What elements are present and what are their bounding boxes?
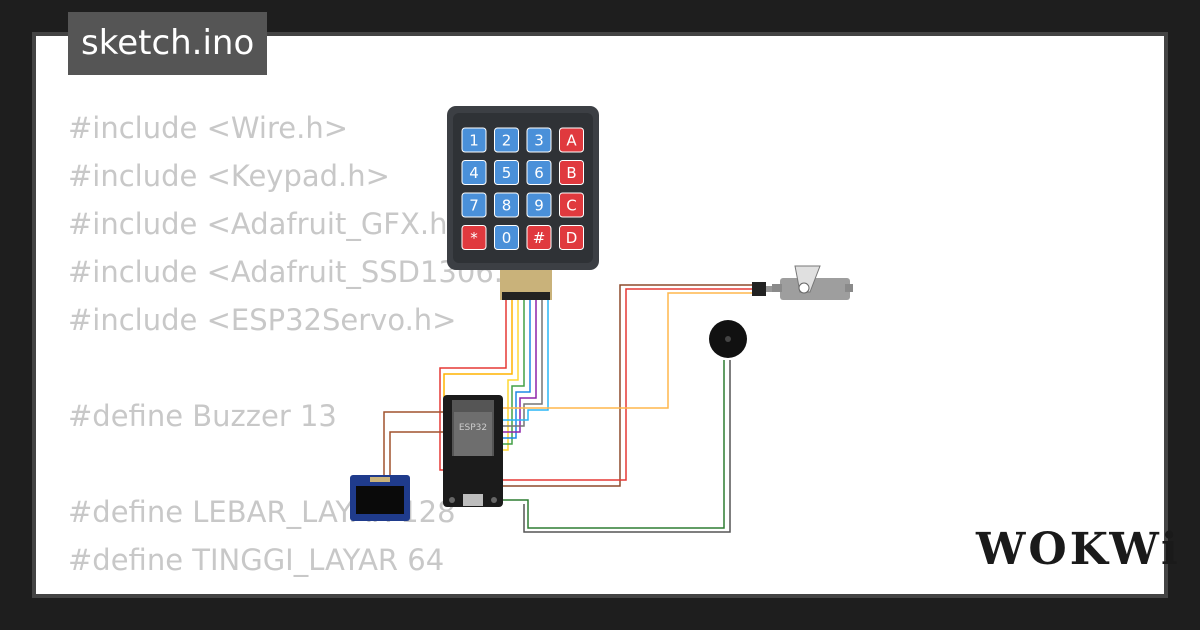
keypad-key <box>461 225 487 250</box>
keypad-key-label: # <box>533 229 546 247</box>
keypad-component: 1 2 3 A 4 5 6 B 7 8 9 C * 0 # D <box>447 106 599 300</box>
servo-body <box>780 278 850 300</box>
keypad-pins <box>502 292 550 300</box>
keypad-key <box>461 127 487 153</box>
wire-red <box>439 300 507 471</box>
code-line: #include <Adafruit_SSD1306.h> <box>68 255 546 289</box>
file-title: sketch.ino <box>68 12 268 75</box>
keypad-keys: 1 2 3 A 4 5 6 B 7 8 9 C * 0 # D <box>461 127 584 250</box>
code-line: #include <ESP32Servo.h> <box>68 303 457 337</box>
keypad-key <box>559 160 584 185</box>
keypad-key <box>494 127 519 153</box>
servo-shaft <box>798 282 810 294</box>
oled-display <box>350 475 410 521</box>
keypad-key-label: 0 <box>502 229 512 247</box>
wire-blue <box>500 300 531 439</box>
keypad-face <box>453 113 593 263</box>
wire-oled-2 <box>389 431 448 478</box>
keypad-key-label: 4 <box>469 164 479 182</box>
servo-tab-left <box>772 284 782 292</box>
keypad-key-label: 2 <box>502 132 512 150</box>
code-line: #define Buzzer 13 <box>68 399 337 433</box>
wire-buzzer-2 <box>523 360 731 533</box>
buzzer-hole <box>725 336 731 342</box>
button-boot <box>449 497 455 503</box>
keypad-key <box>461 160 487 185</box>
preview-card: #include <Wire.h> #include <Keypad.h> #inc… <box>32 32 1168 598</box>
servo-connector <box>752 282 766 296</box>
wire-servo-vcc <box>500 288 755 481</box>
keypad-key-label: 7 <box>469 197 479 215</box>
usb-port <box>463 494 483 506</box>
esp32-chip <box>454 412 492 456</box>
keypad-key <box>494 192 519 218</box>
buzzer <box>709 320 747 358</box>
oled-screen <box>356 486 404 514</box>
servo-tab-right <box>845 284 853 292</box>
keypad-key-label: D <box>566 229 578 247</box>
code-line: Adafruit_SSD1306 oled(LEBAR_LAYAR, TINGG… <box>68 584 1011 594</box>
wire-yellow <box>500 300 519 451</box>
keypad-key <box>526 160 552 185</box>
keypad-key-label: 8 <box>502 197 512 215</box>
wire-oled-1 <box>383 411 448 478</box>
wire-gray <box>500 300 543 427</box>
wire-servo-gnd <box>500 284 755 487</box>
keypad-key-label: C <box>566 197 576 215</box>
keypad-key <box>494 225 519 250</box>
button-en <box>491 497 497 503</box>
keypad-key-label: A <box>566 132 577 150</box>
wire-cyan <box>500 300 549 421</box>
code-line: #include <Adafruit_GFX.h> <box>68 207 472 241</box>
code-line: #include <Keypad.h> <box>68 159 390 193</box>
keypad-key-label: 5 <box>502 164 512 182</box>
wokwi-logo: WOKWi <box>976 524 1181 575</box>
esp32-label: ESP32 <box>459 423 487 433</box>
keypad-key <box>559 225 584 250</box>
keypad-key-label: B <box>566 164 576 182</box>
keypad-key <box>559 192 584 218</box>
oled-pins <box>370 477 390 482</box>
wire-green <box>500 300 525 445</box>
keypad-key-label: 9 <box>534 197 544 215</box>
esp32-board: ESP32 <box>443 395 503 507</box>
wire-buzzer-1 <box>500 360 725 529</box>
wires <box>383 284 755 533</box>
servo-motor <box>752 265 853 300</box>
keypad-key <box>494 160 519 185</box>
keypad-key <box>526 225 552 250</box>
code-line: #define TINGGI_LAYAR 64 <box>68 543 445 577</box>
preview-canvas: #include <Wire.h> #include <Keypad.h> #inc… <box>36 36 1164 594</box>
wire-purple <box>500 300 537 433</box>
keypad-key <box>526 127 552 153</box>
wire-servo-signal <box>500 292 755 409</box>
keypad-key-label: 6 <box>534 164 544 182</box>
keypad-key-label: 1 <box>469 132 479 150</box>
keypad-key-label: 3 <box>534 132 544 150</box>
keypad-key <box>559 127 584 153</box>
keypad-key <box>461 192 487 218</box>
keypad-key <box>526 192 552 218</box>
code-line: #include <Wire.h> <box>68 111 349 145</box>
keypad-key-label: * <box>470 229 478 247</box>
